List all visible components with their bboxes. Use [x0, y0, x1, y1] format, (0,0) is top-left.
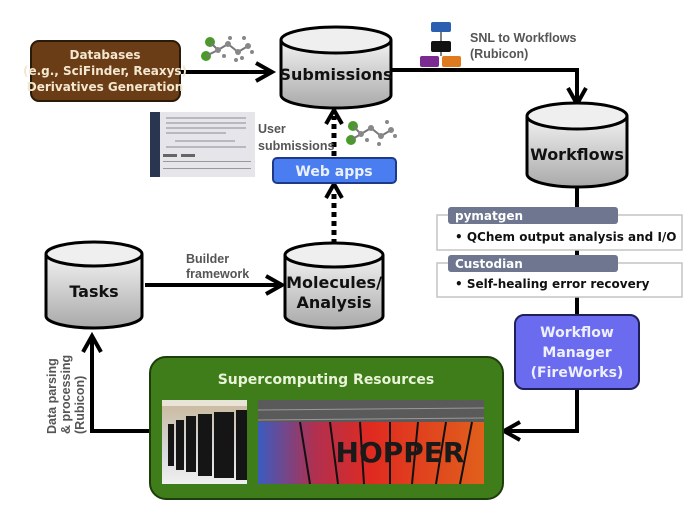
hopper-text: HOPPER — [336, 436, 465, 469]
data-parsing-label: Data parsing & processing (Rubicon) — [45, 355, 87, 434]
workflows-cylinder: Workflows — [525, 101, 629, 189]
server-room-photo — [162, 400, 247, 484]
arrow-webapps-to-submissions-dotted — [324, 105, 344, 156]
pymatgen-item: • QChem output analysis and I/O — [455, 230, 677, 244]
workflow-manager-line-1: Workflow — [540, 325, 614, 341]
arrow-molecules-to-webapps-dotted — [324, 179, 344, 244]
supercomputing-box: Supercomputing Resources — [149, 356, 504, 500]
molecule-icon — [346, 120, 397, 146]
data-parsing-line-3: (Rubicon) — [73, 376, 87, 434]
molecules-label-line-2: Analysis — [296, 293, 371, 312]
databases-box: Databases (e.g., SciFinder, Reaxys) Deri… — [23, 40, 187, 102]
workflows-label: Workflows — [530, 145, 624, 164]
web-app-screenshot — [150, 112, 255, 177]
arrow-tasks-to-molecules — [145, 274, 287, 296]
workflow-manager-line-3: (FireWorks) — [531, 365, 624, 381]
web-apps-label: Web apps — [295, 164, 372, 180]
builder-label-line-1: Builder — [186, 252, 229, 266]
data-parsing-line-2: & processing — [59, 355, 73, 434]
hopper-supercomputer-photo: HOPPER — [257, 400, 485, 485]
arrow-submissions-to-workflows — [392, 68, 588, 109]
databases-line-2: (e.g., SciFinder, Reaxys) — [23, 64, 187, 78]
snl-label-line-1: SNL to Workflows — [470, 31, 577, 45]
pymatgen-panel: pymatgen • QChem output analysis and I/O — [436, 207, 683, 251]
submissions-cylinder: Submissions — [279, 25, 393, 110]
tasks-cylinder: Tasks — [44, 240, 144, 330]
workflow-manager-box: Workflow Manager (FireWorks) — [514, 314, 640, 390]
molecules-label-line-1: Molecules/ — [286, 273, 382, 292]
builder-label-line-2: framework — [186, 267, 249, 281]
custodian-item: • Self-healing error recovery — [455, 277, 650, 291]
custodian-panel: Custodian • Self-healing error recovery — [436, 255, 683, 298]
databases-line-1: Databases — [69, 48, 140, 62]
molecules-cylinder: Molecules/ Analysis — [283, 241, 385, 330]
arrow-databases-to-submissions — [180, 61, 277, 83]
molecule-icon — [201, 36, 254, 62]
user-submissions-line-2: submissions — [258, 139, 334, 153]
supercomputing-label: Supercomputing Resources — [218, 372, 435, 388]
submissions-label: Submissions — [280, 65, 393, 84]
pymatgen-header: pymatgen — [455, 209, 523, 223]
databases-line-3: Derivatives Generation — [27, 80, 184, 94]
arrow-manager-to-supercomputing — [499, 388, 579, 442]
snl-label-line-2: (Rubicon) — [470, 47, 528, 61]
web-apps-button[interactable]: Web apps — [272, 157, 397, 184]
workflow-tree-icon — [420, 22, 461, 67]
arrow-supercomputing-to-tasks — [81, 331, 150, 433]
user-submissions-line-1: User — [258, 122, 286, 136]
tasks-label: Tasks — [69, 282, 118, 301]
workflow-manager-line-2: Manager — [542, 345, 611, 361]
data-parsing-line-1: Data parsing — [45, 358, 59, 434]
custodian-header: Custodian — [455, 257, 523, 271]
